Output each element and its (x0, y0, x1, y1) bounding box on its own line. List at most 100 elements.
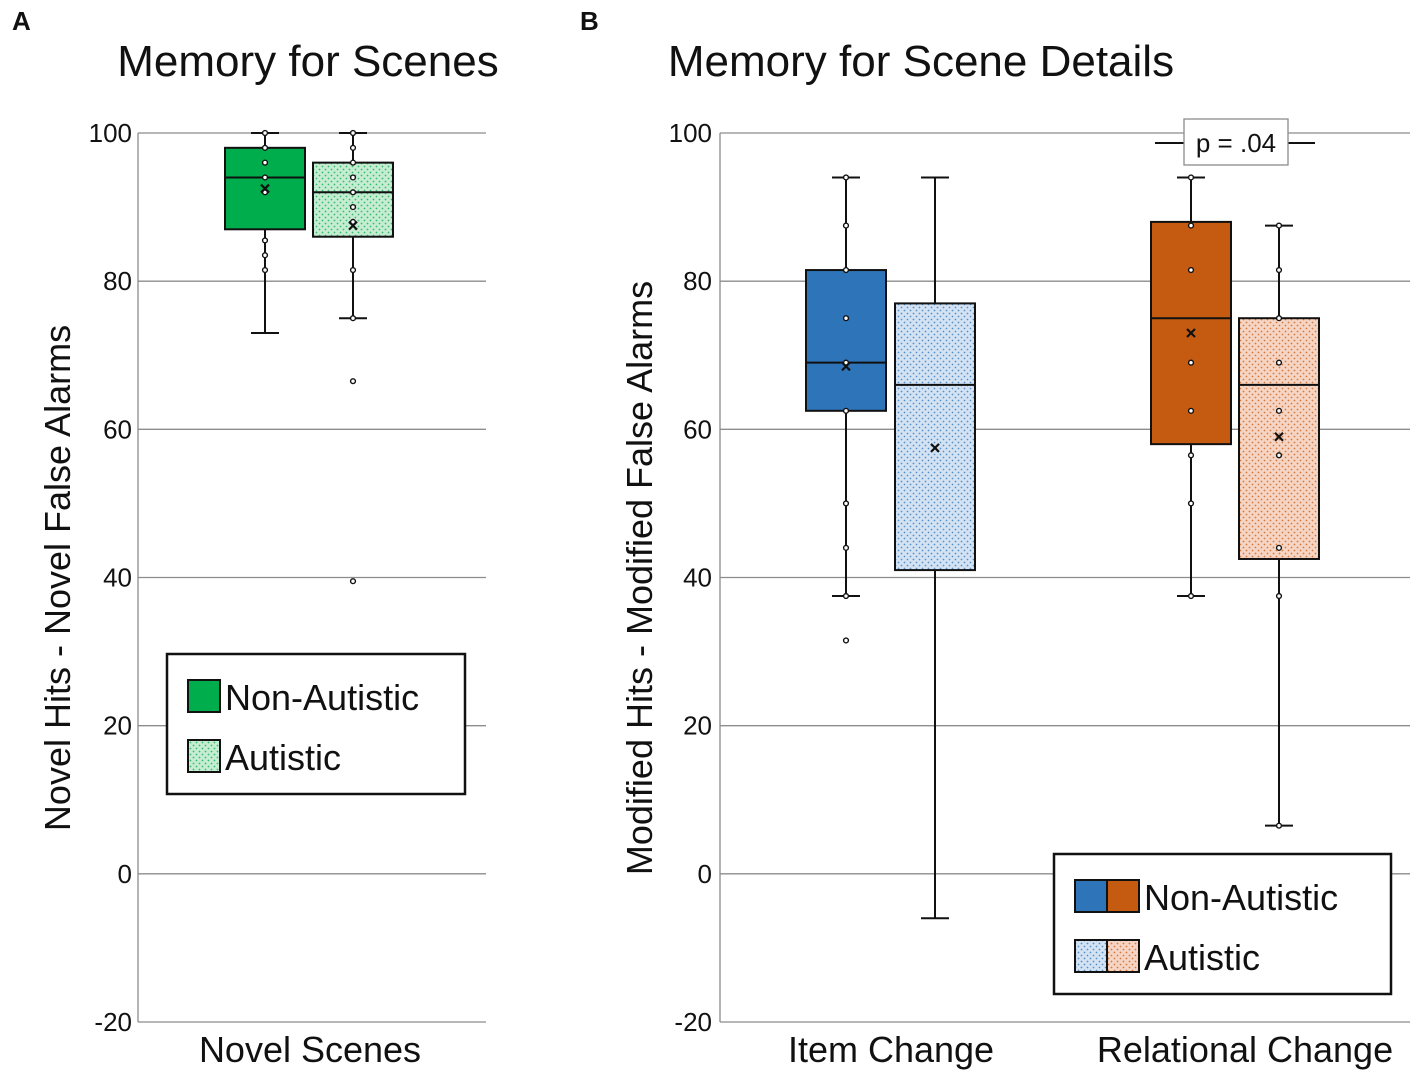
x-category-label: Relational Change (1097, 1029, 1393, 1070)
mean-marker (1274, 431, 1284, 442)
y-tick-label: 40 (103, 563, 132, 593)
legend-swatch (187, 739, 221, 773)
data-point (1187, 174, 1195, 181)
y-tick-label: 60 (103, 414, 132, 444)
legend-swatch (1106, 939, 1140, 973)
panel-label-a: A (12, 6, 31, 36)
chart-title-a: Memory for Scenes (117, 37, 498, 86)
x-categories-b: Item Change Relational Change (788, 1029, 1393, 1070)
iqr-box (805, 269, 887, 412)
legend-swatch (1074, 879, 1108, 913)
data-point (349, 144, 357, 151)
y-tick-label: 0 (118, 859, 132, 889)
y-tick-label: 0 (698, 859, 712, 889)
y-ticks-a: -20 0 20 40 60 80 100 (89, 118, 132, 1037)
legend-label: Autistic (225, 737, 341, 778)
data-point (261, 159, 269, 166)
y-tick-label: 100 (89, 118, 132, 148)
box-item-change-autistic (894, 176, 976, 920)
y-ticks-b: -20 0 20 40 60 80 100 (669, 118, 712, 1037)
y-axis-label-b: Modified Hits - Modified False Alarms (619, 281, 660, 875)
box-novel-scenes-autistic (312, 129, 394, 585)
data-point (1275, 407, 1283, 414)
data-point (349, 174, 357, 181)
box-relational-change-autistic (1238, 222, 1320, 829)
iqr-box (894, 302, 976, 572)
y-axis-label-a: Novel Hits - Novel False Alarms (37, 325, 78, 831)
data-point (1275, 359, 1283, 366)
data-point (261, 174, 269, 181)
data-point (349, 159, 357, 166)
data-point (349, 189, 357, 196)
data-point (1187, 407, 1195, 414)
iqr-box (1238, 317, 1320, 560)
y-tick-label: 80 (103, 266, 132, 296)
y-tick-label: 20 (683, 711, 712, 741)
data-point (842, 500, 850, 507)
mean-marker (260, 183, 270, 194)
mean-marker (841, 361, 851, 372)
data-point (1275, 266, 1283, 274)
legend-swatch (1106, 879, 1140, 913)
legend-label: Non-Autistic (225, 677, 419, 718)
legend-swatch (1074, 939, 1108, 973)
p-value-box (1183, 118, 1289, 166)
data-point (842, 592, 850, 600)
legend-label: Non-Autistic (1144, 877, 1338, 918)
data-point (842, 174, 850, 181)
data-point (1275, 822, 1283, 829)
box-item-change-non-autistic (805, 174, 887, 644)
data-point (1275, 315, 1283, 322)
data-point (842, 222, 850, 229)
panel-label-b: B (580, 6, 599, 36)
data-point (1275, 452, 1283, 459)
data-point (1187, 592, 1195, 600)
y-tick-label: 80 (683, 266, 712, 296)
data-point (842, 544, 850, 551)
outlier-point (842, 637, 850, 644)
data-point (349, 203, 357, 211)
y-tick-label: 40 (683, 563, 712, 593)
outlier-point (349, 578, 357, 585)
data-point (1187, 359, 1195, 366)
grid-a (137, 132, 486, 1023)
data-point (1187, 500, 1195, 507)
boxes-a (224, 129, 394, 585)
data-point (1187, 222, 1195, 229)
data-point (349, 315, 357, 322)
data-point (261, 266, 269, 274)
legend-label: Autistic (1144, 937, 1260, 978)
data-point (349, 129, 357, 137)
y-tick-label: 20 (103, 711, 132, 741)
y-tick-label: -20 (674, 1007, 712, 1037)
panel-a: A Memory for Scenes Novel Hits - Novel F… (12, 6, 499, 1070)
data-point (349, 266, 357, 274)
chart-title-b: Memory for Scene Details (668, 37, 1174, 86)
mean-marker (348, 220, 358, 231)
annotations-b: p = .04 (1155, 118, 1315, 166)
y-tick-label: 100 (669, 118, 712, 148)
mean-marker (930, 443, 940, 453)
y-tick-label: -20 (94, 1007, 132, 1037)
x-categories-a: Novel Scenes (199, 1029, 421, 1070)
data-point (261, 252, 269, 259)
x-category-label: Item Change (788, 1029, 994, 1070)
boxes-b (805, 174, 1320, 920)
data-point (842, 407, 850, 414)
data-point (1275, 544, 1283, 551)
data-point (1275, 222, 1283, 229)
data-point (261, 144, 269, 151)
mean-marker (1186, 328, 1196, 338)
p-value-label: p = .04 (1196, 128, 1276, 158)
data-point (1187, 266, 1195, 274)
outlier-point (349, 378, 357, 385)
panel-b: B Memory for Scene Details Modified Hits… (580, 6, 1410, 1070)
box-relational-change-non-autistic (1150, 174, 1232, 600)
y-tick-label: 60 (683, 414, 712, 444)
box-novel-scenes-non-autistic (224, 129, 306, 335)
data-point (261, 237, 269, 244)
data-point (1187, 452, 1195, 459)
